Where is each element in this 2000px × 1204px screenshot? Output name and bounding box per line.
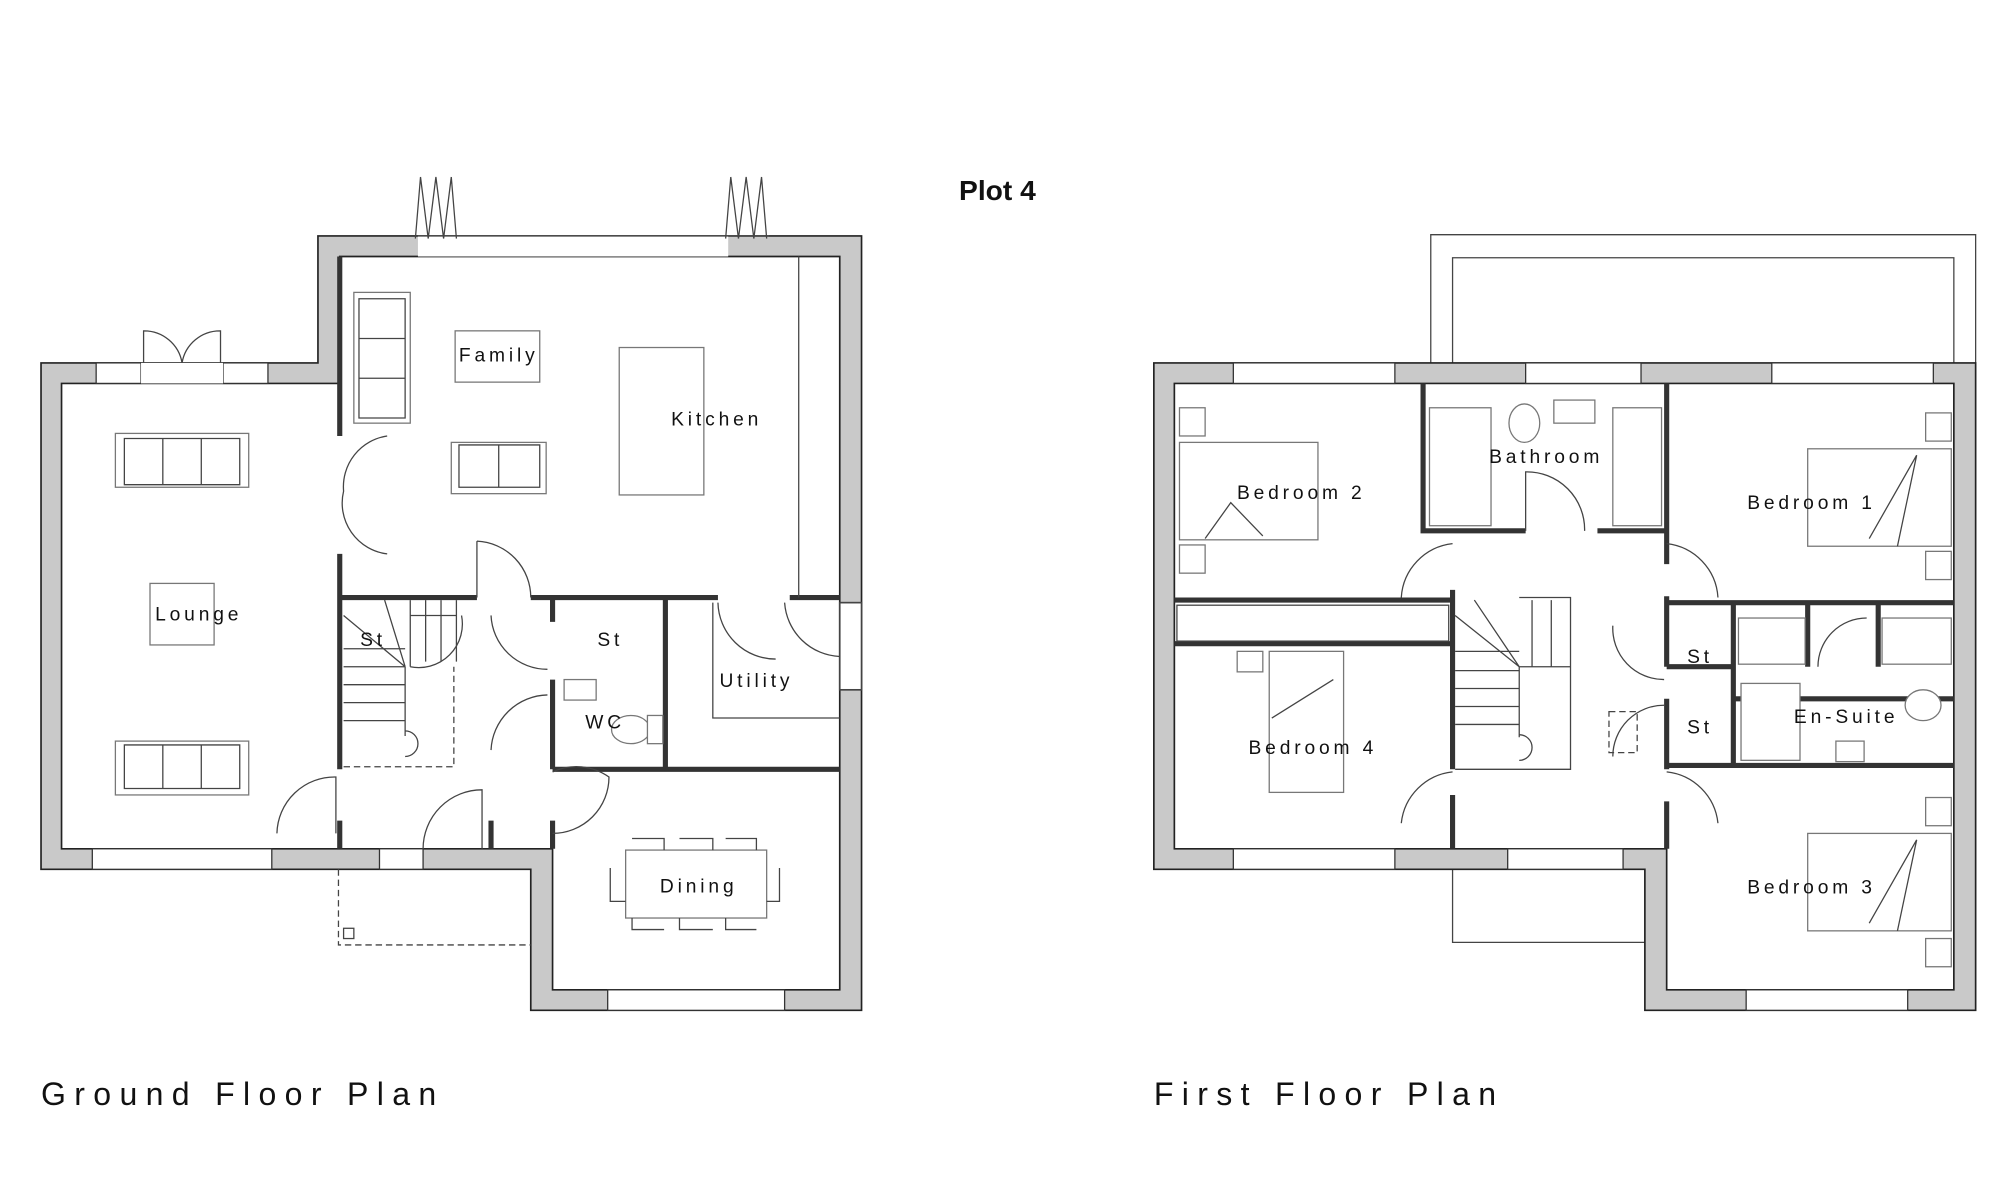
lounge-hall-door (276, 776, 337, 834)
room-label-wc: WC (585, 712, 625, 733)
bedroom1-door (1666, 543, 1719, 598)
window (378, 848, 424, 870)
ground-floor-plan: Family Kitchen Lounge St St WC Utility D… (40, 176, 863, 1112)
room-label-utility: Utility (719, 671, 793, 692)
bedroom4-door (1400, 771, 1453, 824)
utility-doors (717, 602, 840, 660)
room-label-store: St (1687, 647, 1713, 668)
window (222, 362, 269, 385)
porch-roof-outline (1451, 869, 1645, 944)
first-interior (1173, 382, 1955, 991)
room-label-stairs-store: St (360, 630, 386, 651)
bifold-doors (414, 176, 458, 239)
bedroom3-door (1666, 771, 1719, 824)
room-label-en-suite: En-Suite (1794, 707, 1898, 728)
room-label-bedroom-2: Bedroom 2 (1237, 483, 1366, 504)
internal-walls (1174, 383, 1954, 849)
st-door (1612, 704, 1665, 757)
plot-title: Plot 4 (959, 174, 1036, 206)
door (476, 540, 532, 598)
ground-floor-caption: Ground Floor Plan (41, 1076, 445, 1112)
room-label-bedroom-3: Bedroom 3 (1747, 878, 1876, 899)
bifold-doors (725, 176, 768, 239)
furniture (1178, 399, 1952, 968)
room-label-bathroom: Bathroom (1489, 447, 1603, 468)
internal-walls (337, 256, 840, 849)
first-floor-caption: First Floor Plan (1154, 1076, 1505, 1112)
wardrobe (1176, 604, 1450, 642)
balcony-outline (1430, 234, 1977, 363)
dining-door (552, 765, 610, 835)
room-label-bedroom-1: Bedroom 1 (1747, 493, 1876, 514)
window (1525, 362, 1642, 385)
room-label-lounge: Lounge (155, 605, 242, 626)
en-suite-door (1817, 617, 1867, 667)
bifold-door-opening (417, 235, 729, 257)
room-label-store: St (1687, 717, 1713, 738)
st-door (490, 615, 548, 670)
room-label-dining: Dining (660, 876, 738, 897)
first-staircase (1454, 596, 1572, 770)
hot-water-cylinder (1608, 710, 1638, 754)
bedroom2-door (1400, 543, 1453, 598)
furniture (114, 291, 781, 931)
first-floor-plan: Bathroom Bedroom 2 Bedroom 1 Bedroom 4 S… (1153, 234, 1977, 1112)
window (1771, 362, 1934, 385)
porch-canopy-outline (337, 869, 531, 946)
window (1232, 848, 1396, 870)
room-label-bedroom-4: Bedroom 4 (1249, 738, 1378, 759)
room-label-store: St (597, 630, 623, 651)
window (91, 848, 273, 870)
utility-worktop (712, 602, 840, 719)
window (95, 362, 142, 385)
front-door (422, 789, 483, 849)
french-doors (142, 330, 222, 364)
ground-staircase (343, 599, 463, 768)
window (1745, 989, 1909, 1011)
room-label-family: Family (459, 346, 539, 367)
window (607, 989, 786, 1011)
window (1507, 848, 1624, 870)
room-label-kitchen: Kitchen (671, 410, 762, 431)
external-meter (342, 927, 355, 940)
lounge-double-door (341, 435, 388, 555)
st-door (1612, 625, 1665, 681)
wc-door (490, 694, 548, 751)
back-door-opening (838, 601, 863, 691)
french-door-opening (141, 362, 224, 384)
window (1232, 362, 1396, 385)
bathroom-door (1525, 471, 1586, 531)
